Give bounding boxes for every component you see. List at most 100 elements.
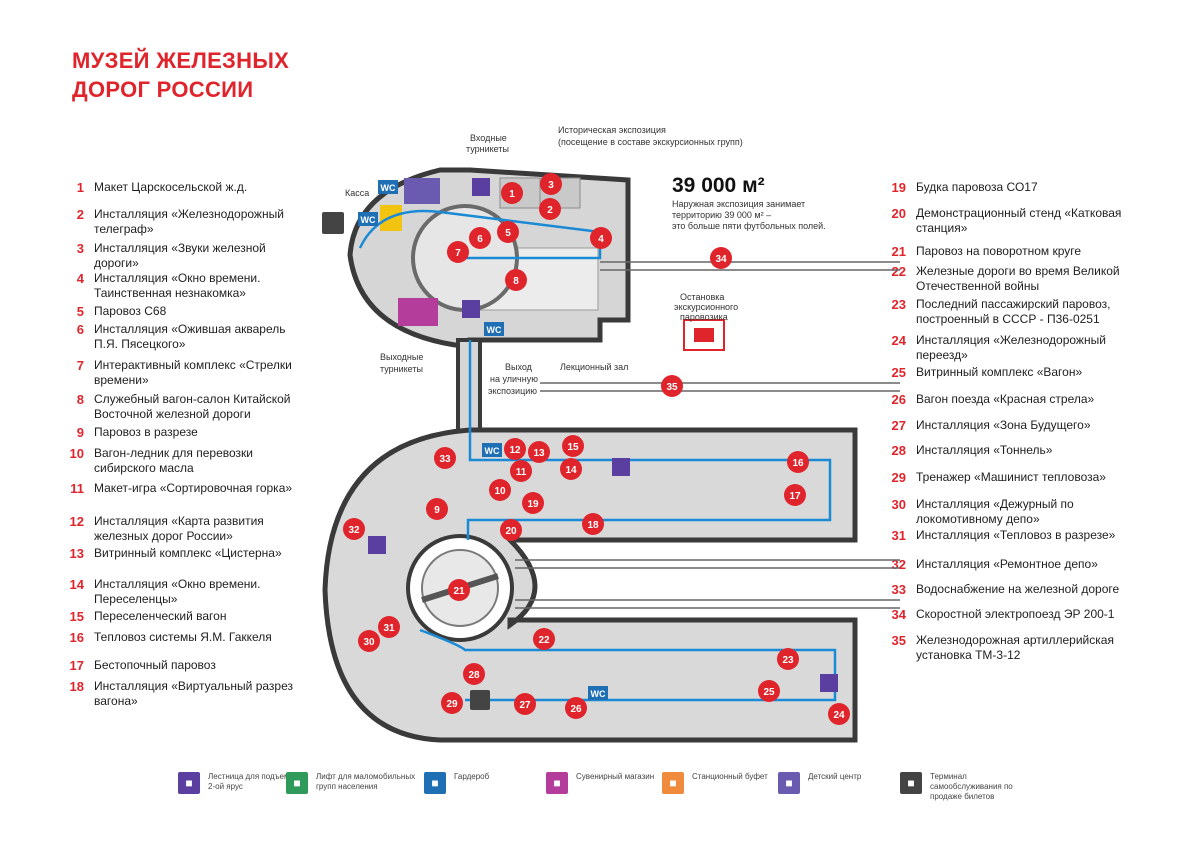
exhibit-marker-2[interactable]: 2 <box>539 198 561 220</box>
legend-number: 5 <box>76 304 84 319</box>
svg-text:5: 5 <box>505 228 511 239</box>
exhibit-marker-7[interactable]: 7 <box>447 241 469 263</box>
svg-text:14: 14 <box>565 465 577 476</box>
svg-text:1: 1 <box>509 189 515 200</box>
legend-text: Инсталляция «Карта развития железных дор… <box>94 514 264 543</box>
exhibit-marker-15[interactable]: 15 <box>562 435 584 457</box>
legend-number: 24 <box>891 333 906 348</box>
exhibit-marker-21[interactable]: 21 <box>448 579 470 601</box>
exhibit-marker-28[interactable]: 28 <box>463 663 485 685</box>
legend-number: 23 <box>891 297 906 312</box>
exhibit-marker-6[interactable]: 6 <box>469 227 491 249</box>
svg-text:29: 29 <box>446 699 458 710</box>
ticket-terminal-icon-2 <box>470 690 490 710</box>
legend-number: 35 <box>891 633 906 648</box>
souvenir-icon: ■ <box>546 772 568 794</box>
wc-badges: WC WC WC WC WC <box>358 180 608 700</box>
legend-text: Служебный вагон-салон Китайской Восточно… <box>94 392 291 421</box>
exhibit-marker-4[interactable]: 4 <box>590 227 612 249</box>
exhibit-marker-11[interactable]: 11 <box>510 460 532 482</box>
exhibit-marker-16[interactable]: 16 <box>787 451 809 473</box>
exhibit-marker-13[interactable]: 13 <box>528 441 550 463</box>
exhibit-marker-10[interactable]: 10 <box>489 479 511 501</box>
label-historic-2: (посещение в составе экскурсионных групп… <box>558 137 743 147</box>
legend-number: 12 <box>69 514 84 529</box>
stairs-icon <box>820 674 838 692</box>
exhibit-marker-25[interactable]: 25 <box>758 680 780 702</box>
svg-text:3: 3 <box>548 180 554 191</box>
exhibit-marker-33[interactable]: 33 <box>434 447 456 469</box>
exhibit-marker-35[interactable]: 35 <box>661 375 683 397</box>
stairs-icon: ■ <box>178 772 200 794</box>
key-text: Лестница для подъема на 2-ой ярус <box>208 772 305 791</box>
key-text: Детский центр <box>808 772 862 781</box>
exhibit-marker-9[interactable]: 9 <box>426 498 448 520</box>
legend-text: Витринный комплекс «Вагон» <box>916 365 1083 379</box>
svg-text:9: 9 <box>434 505 440 516</box>
exhibit-marker-24[interactable]: 24 <box>828 703 850 725</box>
exhibit-marker-17[interactable]: 17 <box>784 484 806 506</box>
legend-text: Переселенческий вагон <box>94 609 227 623</box>
legend-number: 10 <box>69 446 84 461</box>
wc-label-2: WC <box>361 215 376 225</box>
exhibit-marker-31[interactable]: 31 <box>378 616 400 638</box>
label-lecture-hall: Лекционный зал <box>560 362 628 372</box>
exhibit-marker-14[interactable]: 14 <box>560 458 582 480</box>
ticket-terminal-icon <box>322 212 344 234</box>
exhibit-marker-19[interactable]: 19 <box>522 492 544 514</box>
label-stop-2: экскурсионного <box>674 302 738 312</box>
legend-text: Витринный комплекс «Цистерна» <box>94 546 282 560</box>
stairs-icon <box>462 300 480 318</box>
exhibit-marker-22[interactable]: 22 <box>533 628 555 650</box>
legend-text: Вагон-ледник для перевозки сибирского ма… <box>94 446 254 475</box>
legend-text: Скоростной электропоезд ЭР 200-1 <box>916 607 1115 621</box>
exhibit-marker-34[interactable]: 34 <box>710 247 732 269</box>
legend-number: 1 <box>76 180 84 195</box>
wc-label-3: WC <box>487 325 502 335</box>
legend-number: 25 <box>891 365 906 380</box>
legend-text: Бестопочный паровоз <box>94 658 216 672</box>
exhibit-marker-1[interactable]: 1 <box>501 182 523 204</box>
exhibit-marker-32[interactable]: 32 <box>343 518 365 540</box>
exhibit-marker-20[interactable]: 20 <box>500 519 522 541</box>
legend-number: 29 <box>891 470 906 485</box>
svg-text:15: 15 <box>567 442 579 453</box>
stairs-icon <box>472 178 490 196</box>
legend-text: Тренажер «Машинист тепловоза» <box>916 470 1106 484</box>
stairs-icon <box>368 536 386 554</box>
legend-number: 7 <box>76 358 84 373</box>
kids-icon: ■ <box>778 772 800 794</box>
exhibit-marker-30[interactable]: 30 <box>358 630 380 652</box>
legend-text: Инсталляция «Дежурный по локомотивному д… <box>916 497 1074 526</box>
exhibit-marker-3[interactable]: 3 <box>540 173 562 195</box>
exhibit-marker-5[interactable]: 5 <box>497 221 519 243</box>
exhibit-marker-27[interactable]: 27 <box>514 693 536 715</box>
exhibit-marker-18[interactable]: 18 <box>582 513 604 535</box>
label-area-note-2: территорию 39 000 м² – <box>672 210 771 220</box>
svg-text:19: 19 <box>527 499 539 510</box>
label-exit-1: Выходные <box>380 352 423 362</box>
buffet-icon: ■ <box>662 772 684 794</box>
exhibit-marker-23[interactable]: 23 <box>777 648 799 670</box>
legend-text: Инсталляция «Звуки железной дороги» <box>94 241 266 270</box>
legend-text: Макет-игра «Сортировочная горка» <box>94 481 293 495</box>
exhibit-marker-29[interactable]: 29 <box>441 692 463 714</box>
exhibit-marker-26[interactable]: 26 <box>565 697 587 719</box>
svg-text:24: 24 <box>833 710 845 721</box>
stairs-icon <box>612 458 630 476</box>
legend-text: Инсталляция «Ожившая акварель П.Я. Пясец… <box>94 322 286 351</box>
legend-text: Инсталляция «Ремонтное депо» <box>916 557 1098 571</box>
legend-number: 14 <box>69 577 84 592</box>
legend-number: 16 <box>69 630 84 645</box>
legend-text: Демонстрационный стенд «Катковая станция… <box>916 206 1122 235</box>
key-text: Гардероб <box>454 772 490 781</box>
svg-text:10: 10 <box>494 486 506 497</box>
exhibit-marker-12[interactable]: 12 <box>504 438 526 460</box>
svg-text:32: 32 <box>348 525 360 536</box>
legend-text: Инсталляция «Окно времени. Переселенцы» <box>94 577 261 606</box>
label-exit-street-1: Выход <box>505 362 533 372</box>
label-exit-street-3: экспозицию <box>488 386 537 396</box>
rail-tracks <box>515 261 900 609</box>
svg-text:6: 6 <box>477 234 483 245</box>
exhibit-marker-8[interactable]: 8 <box>505 269 527 291</box>
